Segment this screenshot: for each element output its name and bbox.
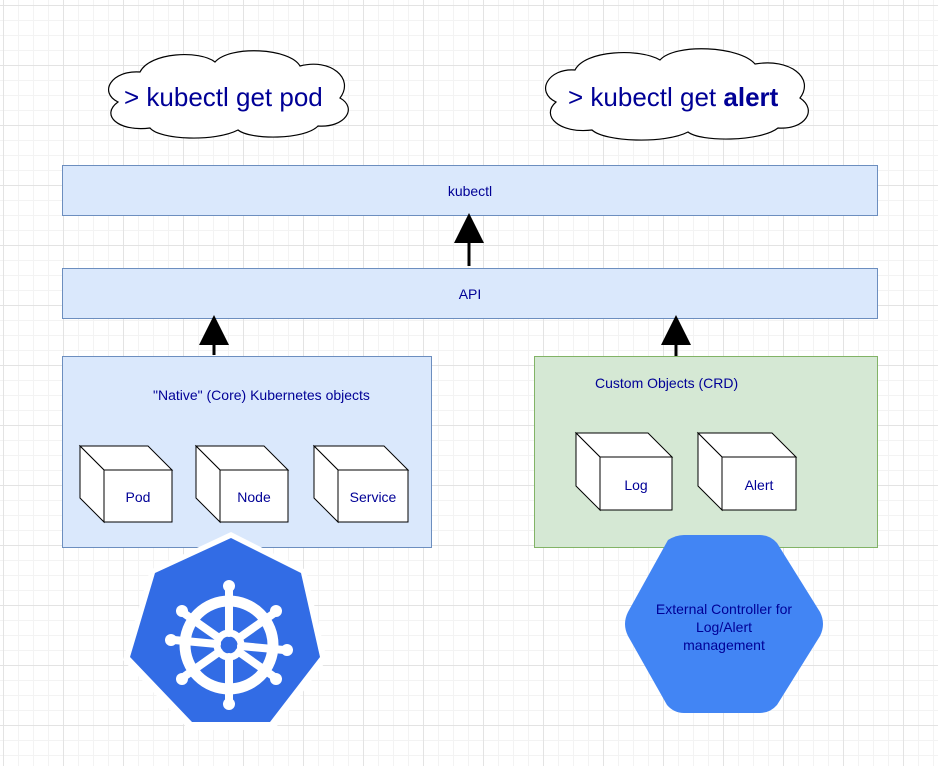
controller-label-line1: External Controller for bbox=[655, 601, 793, 617]
kubernetes-logo-icon bbox=[123, 532, 327, 730]
node-cube bbox=[194, 444, 290, 524]
log-cube bbox=[574, 431, 674, 512]
cloud-left-command: > kubectl get pod bbox=[124, 82, 323, 112]
native-panel-title: "Native" (Core) Kubernetes objects bbox=[153, 387, 370, 403]
alert-cube bbox=[696, 431, 798, 512]
custom-panel-title: Custom Objects (CRD) bbox=[595, 375, 739, 391]
api-bar: API bbox=[62, 268, 878, 319]
controller-label-line3: management bbox=[683, 637, 765, 653]
external-controller-hexagon bbox=[625, 535, 823, 713]
cloud-right bbox=[545, 48, 809, 141]
service-cube bbox=[312, 444, 410, 524]
cloud-right-command-bold: alert bbox=[723, 82, 779, 112]
cloud-left-text: > kubectl get pod bbox=[124, 82, 323, 113]
external-controller-label: External Controller for Log/Alert manage… bbox=[634, 600, 814, 654]
cloud-right-command: > kubectl get bbox=[568, 82, 724, 112]
log-label: Log bbox=[624, 477, 648, 493]
node-label: Node bbox=[237, 489, 271, 505]
kubectl-bar-label: kubectl bbox=[447, 182, 493, 199]
cloud-left bbox=[108, 50, 349, 139]
pod-label: Pod bbox=[125, 489, 151, 505]
controller-label-line2: Log/Alert bbox=[695, 619, 753, 635]
api-bar-label: API bbox=[458, 285, 482, 302]
pod-cube bbox=[78, 444, 174, 524]
cloud-right-text: > kubectl get alert bbox=[568, 82, 778, 113]
alert-label: Alert bbox=[744, 477, 774, 493]
service-label: Service bbox=[349, 489, 397, 505]
